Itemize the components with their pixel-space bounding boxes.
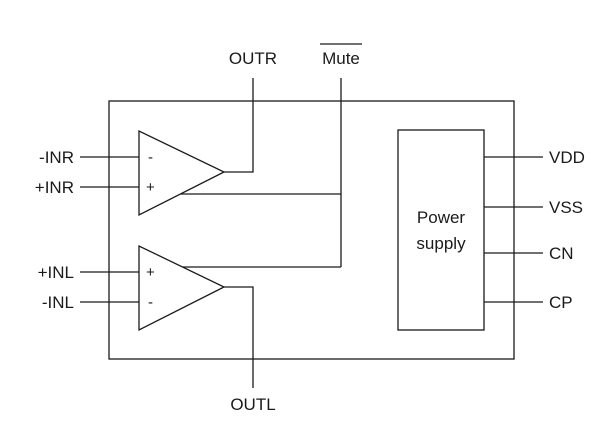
left-amplifier [138, 244, 226, 332]
cn-label: CN [549, 244, 574, 263]
inl-plus-label: +INL [38, 263, 74, 282]
left-amp-minus-sign: - [148, 294, 153, 311]
mute-label: Mute [322, 49, 360, 68]
power-supply-block [397, 129, 485, 331]
vss-label: VSS [549, 198, 583, 217]
outr-label: OUTR [229, 49, 277, 68]
right-amplifier [138, 129, 226, 217]
outl-label: OUTL [230, 395, 275, 414]
inr-minus-label: -INR [39, 148, 74, 167]
outl-wire [224, 286, 254, 388]
power-supply-label-line1: Power [417, 208, 466, 227]
outr-wire [224, 78, 254, 173]
right-amp-minus-sign: - [148, 149, 153, 166]
power-supply-label-line2: supply [416, 234, 466, 253]
inl-minus-label: -INL [42, 293, 74, 312]
inr-plus-label: +INR [35, 178, 74, 197]
cp-label: CP [549, 293, 573, 312]
vdd-label: VDD [549, 148, 585, 167]
right-amp-plus-sign: + [146, 179, 155, 196]
left-amp-plus-sign: + [146, 264, 155, 281]
